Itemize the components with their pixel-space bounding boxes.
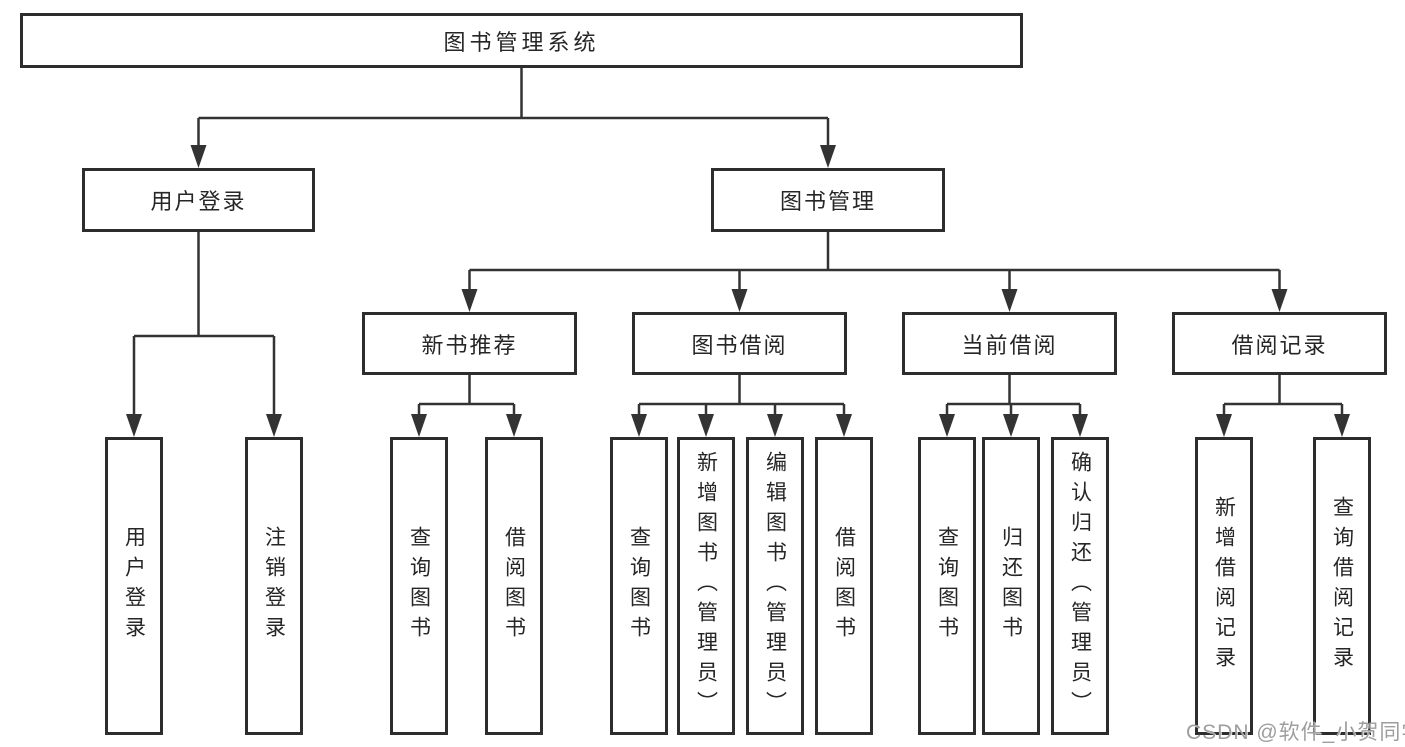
connector-book-borrow-group [637,375,846,417]
arrow-down-icon [1003,414,1019,437]
arrow-down-icon [1001,289,1018,312]
leaf-add-borrow-record-label: 新增借阅记录 [1212,496,1236,676]
node-root: 图书管理系统 [20,13,1023,68]
arrow-down-icon [461,289,478,312]
leaf-return-book-label: 归还图书 [999,526,1023,646]
arrow-down-icon [1072,414,1088,437]
node-user-login: 用户登录 [82,168,315,232]
arrow-down-icon [631,414,647,437]
node-current-borrow: 当前借阅 [902,312,1117,375]
leaf-borrow-book-1: 借阅图书 [485,437,543,735]
leaf-query-borrow-record-label: 查询借阅记录 [1330,496,1354,676]
leaf-query-book-3-label: 查询图书 [935,526,959,646]
leaf-add-book-admin: 新增图书（管理员） [677,437,735,735]
connector-borrow-record-group [1222,375,1344,417]
arrow-down-icon [820,145,836,168]
arrow-down-icon [1271,289,1288,312]
node-borrow-record-label: 借阅记录 [1231,332,1328,358]
connector-book-mgmt-group [468,232,1281,292]
leaf-query-book-1: 查询图书 [390,437,448,735]
connector-new-book-group [417,375,516,417]
arrow-down-icon [1334,414,1350,437]
leaf-confirm-return-admin: 确认归还（管理员） [1051,437,1109,735]
leaf-user-login-label: 用户登录 [122,526,146,646]
leaf-add-book-admin-label: 新增图书（管理员） [694,451,718,721]
leaf-logout: 注销登录 [245,437,303,735]
leaf-add-borrow-record: 新增借阅记录 [1195,437,1253,735]
leaf-logout-label: 注销登录 [262,526,286,646]
leaf-edit-book-admin-label: 编辑图书（管理员） [763,451,787,721]
node-new-book-recommend: 新书推荐 [362,312,577,375]
leaf-borrow-book-1-label: 借阅图书 [502,526,526,646]
leaf-borrow-book-2-label: 借阅图书 [832,526,856,646]
node-book-management-label: 图书管理 [779,189,876,214]
node-user-login-label: 用户登录 [150,189,247,214]
leaf-query-borrow-record: 查询借阅记录 [1313,437,1371,735]
arrow-down-icon [698,414,714,437]
leaf-query-book-2: 查询图书 [610,437,668,735]
node-new-book-recommend-label: 新书推荐 [421,332,518,358]
connector-user-login-group [132,232,276,417]
arrow-down-icon [1216,414,1232,437]
arrow-down-icon [411,414,427,437]
leaf-query-book-1-label: 查询图书 [407,526,431,646]
arrow-down-icon [939,414,955,437]
arrow-down-icon [836,414,852,437]
node-root-label: 图书管理系统 [443,29,600,55]
node-current-borrow-label: 当前借阅 [961,332,1058,358]
connector-current-borrow-group [945,375,1082,417]
leaf-borrow-book-2: 借阅图书 [815,437,873,735]
arrow-down-icon [190,145,207,168]
node-book-borrow-label: 图书借阅 [691,332,788,358]
arrow-down-icon [266,414,282,437]
connector-root-group [197,68,830,148]
leaf-edit-book-admin: 编辑图书（管理员） [746,437,804,735]
arrow-down-icon [506,414,522,437]
node-book-management: 图书管理 [711,168,945,232]
leaf-user-login: 用户登录 [105,437,163,735]
node-book-borrow: 图书借阅 [632,312,847,375]
arrow-down-icon [126,414,142,437]
leaf-confirm-return-admin-label: 确认归还（管理员） [1068,451,1092,721]
leaf-query-book-3: 查询图书 [918,437,976,735]
node-borrow-record: 借阅记录 [1172,312,1387,375]
arrow-down-icon [731,289,748,312]
leaf-query-book-2-label: 查询图书 [627,526,651,646]
arrow-down-icon [767,414,783,437]
csdn-watermark: CSDN @软件_小贺同学 [1186,721,1405,744]
leaf-return-book: 归还图书 [982,437,1040,735]
